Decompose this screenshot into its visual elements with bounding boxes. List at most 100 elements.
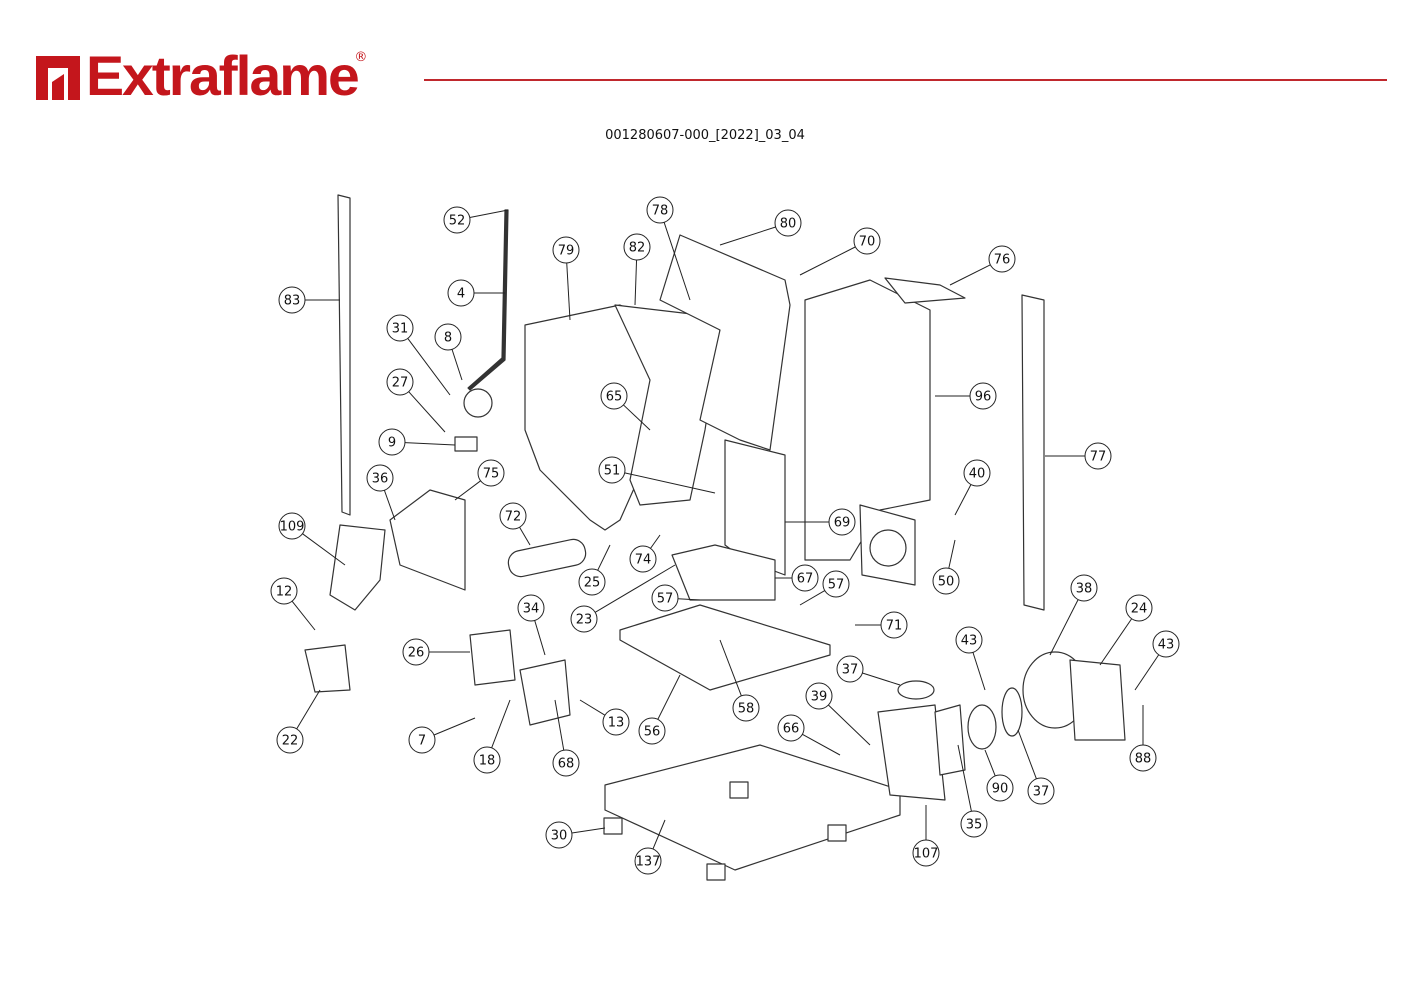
callout-label: 79: [558, 244, 575, 259]
leader-line: [597, 544, 611, 571]
callout-77: 77: [1084, 442, 1112, 470]
part-137-base: [604, 744, 901, 871]
callout-circle: [988, 245, 1016, 273]
leader-line: [650, 534, 661, 549]
leader-line: [534, 620, 546, 656]
part-22-motor: [304, 644, 351, 693]
callout-43: 43: [1152, 630, 1180, 658]
leader-line: [491, 699, 511, 749]
callout-label: 52: [449, 214, 466, 229]
part-37-gasket: [1001, 687, 1023, 737]
callout-9: 9: [378, 428, 406, 456]
callout-68: 68: [552, 749, 580, 777]
leader-line: [972, 652, 986, 691]
brand-name: Extraflame: [86, 44, 360, 107]
callout-label: 66: [783, 722, 800, 737]
callout-label: 9: [388, 436, 396, 451]
callout-circle: [270, 577, 298, 605]
callout-circle: [1027, 777, 1055, 805]
part-83-rail: [337, 194, 351, 516]
leader-line: [799, 590, 826, 606]
callout-78: 78: [646, 196, 674, 224]
leader-line: [719, 639, 742, 697]
leader-line: [571, 827, 606, 834]
callout-4: 4: [447, 279, 475, 307]
callout-label: 36: [372, 472, 389, 487]
callout-circle: [1070, 574, 1098, 602]
callout-circle: [278, 286, 306, 314]
callout-circle: [578, 568, 606, 596]
callout-57: 57: [822, 570, 850, 598]
callout-circle: [408, 726, 436, 754]
leader-line: [799, 246, 856, 276]
leader-line: [657, 674, 681, 720]
callout-circle: [1129, 744, 1157, 772]
callout-label: 39: [811, 690, 828, 705]
callout-75: 75: [477, 459, 505, 487]
leader-line: [579, 699, 606, 716]
callout-label: 23: [576, 613, 593, 628]
callout-52: 52: [443, 206, 471, 234]
callout-label: 57: [828, 578, 845, 593]
callout-label: 8: [444, 331, 452, 346]
callout-label: 71: [886, 619, 903, 634]
callout-circle: [1084, 442, 1112, 470]
callout-40: 40: [963, 459, 991, 487]
callout-label: 58: [738, 702, 755, 717]
callout-circle: [598, 456, 626, 484]
callout-79: 79: [552, 236, 580, 264]
part-30-foot: [729, 781, 749, 799]
callout-label: 137: [636, 855, 661, 870]
callout-18: 18: [473, 746, 501, 774]
leader-line: [291, 600, 316, 631]
callout-label: 107: [914, 847, 939, 862]
callout-label: 7: [418, 734, 426, 749]
part-30-foot: [827, 824, 847, 842]
callout-26: 26: [402, 638, 430, 666]
callout-72: 72: [499, 502, 527, 530]
callout-label: 75: [483, 467, 500, 482]
leader-line: [1134, 654, 1160, 691]
part-blower-outlet: [869, 529, 907, 567]
leader-line: [663, 222, 691, 301]
leader-line: [404, 442, 456, 446]
callout-label: 31: [392, 322, 409, 337]
callout-circle: [443, 206, 471, 234]
callout-label: 38: [1076, 582, 1093, 597]
callout-circle: [570, 605, 598, 633]
callout-39: 39: [805, 682, 833, 710]
callout-57: 57: [651, 584, 679, 612]
callout-label: 34: [523, 602, 540, 617]
leader-line: [408, 391, 446, 433]
callout-71: 71: [880, 611, 908, 639]
callout-35: 35: [960, 810, 988, 838]
callout-56: 56: [638, 717, 666, 745]
callout-label: 40: [969, 467, 986, 482]
leader-line: [984, 749, 996, 777]
part-30-foot: [706, 863, 726, 881]
callout-circle: [1125, 594, 1153, 622]
callout-96: 96: [969, 382, 997, 410]
callout-label: 69: [834, 516, 851, 531]
callout-31: 31: [386, 314, 414, 342]
callout-69: 69: [828, 508, 856, 536]
callout-circle: [963, 459, 991, 487]
callout-37: 37: [836, 655, 864, 683]
callout-38: 38: [1070, 574, 1098, 602]
callout-27: 27: [386, 368, 414, 396]
leader-line: [296, 689, 321, 730]
callout-13: 13: [602, 708, 630, 736]
part-24-motor: [1069, 659, 1126, 741]
callout-37: 37: [1027, 777, 1055, 805]
callout-circle: [602, 708, 630, 736]
callout-label: 13: [608, 716, 625, 731]
callout-circle: [1152, 630, 1180, 658]
part-68-bracket: [519, 659, 571, 726]
registered-mark: ®: [354, 50, 368, 65]
leader-line: [862, 672, 901, 686]
callout-90: 90: [986, 774, 1014, 802]
header-rule: [424, 79, 1387, 81]
callout-circle: [969, 382, 997, 410]
callout-circle: [473, 746, 501, 774]
callout-22: 22: [276, 726, 304, 754]
